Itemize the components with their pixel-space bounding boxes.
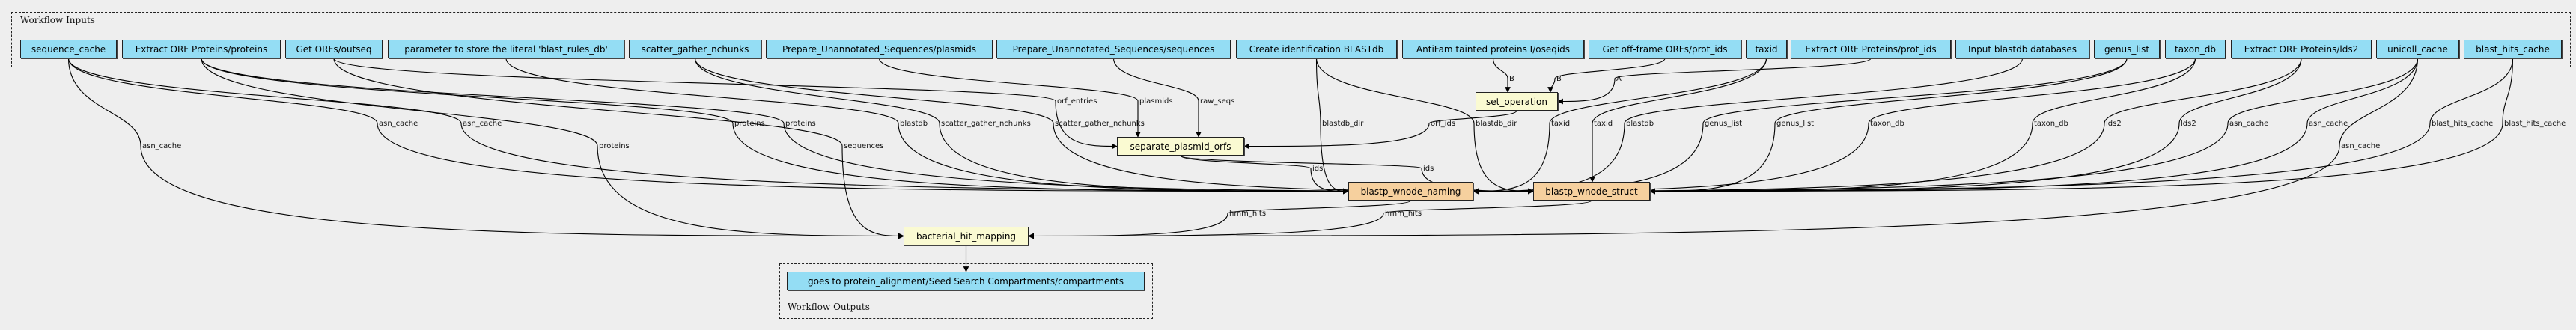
edge-taxon-db-to-blastp-wnode-struct (1649, 58, 2196, 195)
node-param-blast-rules[interactable]: parameter to store the literal 'blast_ru… (388, 40, 624, 58)
edge-label: blastdb_dir (1322, 120, 1364, 128)
edge-sequence-cache-to-blastp-wnode-naming (67, 58, 1349, 195)
edge-eorf-proteins-to-blastp-wnode-struct (201, 58, 1534, 195)
edge-label: asn_cache (142, 142, 181, 150)
edge-label: taxon_db (1870, 120, 1904, 128)
edge-unicoll-cache-to-blastp-wnode-naming (1473, 58, 2419, 195)
node-scatter-gather-nchunks[interactable]: scatter_gather_nchunks (629, 40, 761, 58)
workflow-inputs-label: Workflow Inputs (20, 15, 95, 25)
edge-prep-sequences-to-separate-plasmid-orfs (1112, 58, 1202, 138)
node-prep-plasmids[interactable]: Prepare_Unannotated_Sequences/plasmids (766, 40, 993, 58)
edge-label: orf_entries (1057, 97, 1097, 106)
edge-label: hmm_hits (1385, 210, 1422, 218)
node-blastp-wnode-struct[interactable]: blastp_wnode_struct (1533, 182, 1650, 201)
edge-label: plasmids (1139, 97, 1173, 106)
edge-prep-plasmids-to-separate-plasmid-orfs (878, 58, 1141, 138)
node-unicoll-cache[interactable]: unicoll_cache (2376, 40, 2459, 58)
edge-blast-hits-cache-to-blastp-wnode-struct (1649, 58, 2514, 195)
edge-label: B (1556, 75, 1562, 83)
edge-eorf-prot-ids-to-set-operation (1557, 58, 1872, 105)
edge-getorfs-outseq-to-separate-plasmid-orfs (333, 58, 1118, 150)
edge-offframe-prot-ids-to-set-operation (1547, 58, 1666, 93)
node-set-operation[interactable]: set_operation (1476, 92, 1558, 111)
node-blastp-wnode-naming[interactable]: blastp_wnode_naming (1348, 182, 1473, 201)
edge-label: blastdb (900, 120, 928, 128)
node-eorf-lds2[interactable]: Extract ORF Proteins/lds2 (2231, 40, 2372, 58)
edge-blastp-wnode-struct-to-bacterial-hit-mapping (1028, 200, 1592, 239)
edge-label: hmm_hits (1229, 210, 1266, 218)
node-eorf-proteins[interactable]: Extract ORF Proteins/proteins (122, 40, 281, 58)
edge-label: blastdb (1626, 120, 1654, 128)
edge-label: raw_seqs (1200, 97, 1234, 106)
edge-label: lds2 (2106, 120, 2122, 128)
node-genus-list[interactable]: genus_list (2094, 40, 2160, 58)
edge-antifam-oseqids-to-set-operation (1492, 58, 1511, 93)
edge-param-blast-rules-to-blastp-wnode-naming (505, 58, 1349, 195)
edge-sequence-cache-to-bacterial-hit-mapping (67, 58, 904, 239)
node-output-compartments[interactable]: goes to protein_alignment/Seed Search Co… (787, 272, 1145, 290)
node-bacterial-hit-mapping[interactable]: bacterial_hit_mapping (904, 227, 1029, 245)
edge-label: genus_list (1705, 120, 1742, 128)
edge-label: blast_hits_cache (2432, 120, 2493, 128)
edge-eorf-proteins-to-blastp-wnode-naming (201, 58, 1349, 195)
workflow-inputs-cluster (11, 12, 2571, 67)
edge-genus-list-to-blastp-wnode-struct (1649, 58, 2128, 195)
edge-label: asn_cache (2229, 120, 2268, 128)
node-eorf-prot-ids[interactable]: Extract ORF Proteins/prot_ids (1791, 40, 1951, 58)
edge-label: taxid (1551, 120, 1570, 128)
edge-label: asn_cache (2341, 142, 2380, 150)
edge-set-operation-to-separate-plasmid-orfs (1243, 110, 1517, 150)
node-prep-sequences[interactable]: Prepare_Unannotated_Sequences/sequences (996, 40, 1231, 58)
edge-scatter-gather-nchunks-to-blastp-wnode-naming (694, 58, 1349, 195)
edge-label: blast_hits_cache (2504, 120, 2566, 128)
node-input-blastdb[interactable]: Input blastdb databases (1955, 40, 2089, 58)
edge-taxid-to-blastp-wnode-naming (1473, 58, 1767, 195)
edge-create-ident-blastdb-to-blastp-wnode-naming (1315, 58, 1349, 195)
node-separate-plasmid-orfs[interactable]: separate_plasmid_orfs (1117, 137, 1244, 156)
edge-blastp-wnode-naming-to-bacterial-hit-mapping (1028, 200, 1412, 239)
node-offframe-prot-ids[interactable]: Get off-frame ORFs/prot_ids (1589, 40, 1741, 58)
edge-label: scatter_gather_nchunks (1055, 120, 1145, 128)
edge-label: proteins (785, 120, 816, 128)
node-antifam-oseqids[interactable]: AntiFam tainted proteins I/oseqids (1402, 40, 1584, 58)
edge-label: proteins (599, 142, 630, 150)
edge-label: ids (1312, 165, 1323, 173)
edge-unicoll-cache-to-bacterial-hit-mapping (1028, 58, 2419, 239)
node-create-ident-blastdb[interactable]: Create identification BLASTdb (1236, 40, 1397, 58)
edge-unicoll-cache-to-blastp-wnode-struct (1649, 58, 2419, 195)
edge-label: asn_cache (379, 120, 418, 128)
edge-label: lds2 (2181, 120, 2196, 128)
edge-create-ident-blastdb-to-blastp-wnode-struct (1315, 58, 1534, 195)
edge-separate-plasmid-orfs-to-blastp-wnode-naming (1180, 155, 1349, 195)
edge-label: genus_list (1776, 120, 1814, 128)
edge-label: asn_cache (463, 120, 502, 128)
edge-label: asn_cache (2309, 120, 2348, 128)
node-blast-hits-cache[interactable]: blast_hits_cache (2464, 40, 2562, 58)
node-sequence-cache[interactable]: sequence_cache (20, 40, 117, 58)
edge-label: orf_ids (1431, 120, 1455, 128)
node-taxid[interactable]: taxid (1746, 40, 1787, 58)
edge-label: proteins (734, 120, 765, 128)
edge-label: taxon_db (2034, 120, 2068, 128)
edge-taxid-to-blastp-wnode-struct (1589, 58, 1767, 183)
edge-eorf-lds2-to-blastp-wnode-naming (1473, 58, 2302, 195)
edge-label: B (1509, 75, 1514, 83)
edge-label: A (1616, 75, 1622, 83)
workflow-outputs-label: Workflow Outputs (788, 302, 870, 312)
node-getorfs-outseq[interactable]: Get ORFs/outseq (285, 40, 383, 58)
edge-label: sequences (844, 142, 883, 150)
edge-label: ids (1423, 165, 1434, 173)
node-taxon-db[interactable]: taxon_db (2165, 40, 2226, 58)
edge-label: scatter_gather_nchunks (941, 120, 1031, 128)
edge-blast-hits-cache-to-blastp-wnode-naming (1473, 58, 2514, 195)
edge-getorfs-outseq-to-bacterial-hit-mapping (333, 58, 904, 239)
edge-eorf-proteins-to-bacterial-hit-mapping (201, 58, 904, 239)
edge-label: taxid (1594, 120, 1613, 128)
edge-label: blastdb_dir (1476, 120, 1517, 128)
